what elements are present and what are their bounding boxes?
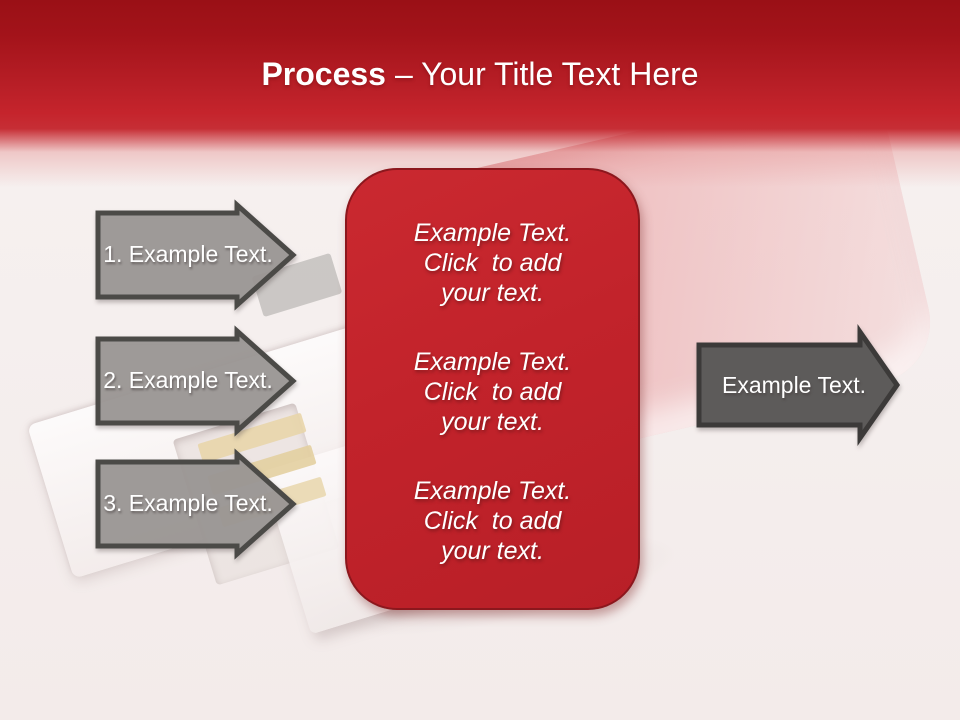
paragraph-line: your text. xyxy=(441,408,544,436)
paragraph-line: Example Text. xyxy=(413,477,572,505)
step-arrow-2[interactable]: 2. Example Text. xyxy=(95,325,297,437)
step-arrow-3-label: 3. Example Text. xyxy=(103,489,273,516)
slide-title-subtitle: – Your Title Text Here xyxy=(394,56,699,92)
step-arrow-2-label: 2. Example Text. xyxy=(103,366,273,393)
step-arrow-1-label: 1. Example Text. xyxy=(103,240,273,267)
paragraph-line: Click to add xyxy=(423,507,562,535)
paragraph-line: your text. xyxy=(441,279,544,307)
content-panel[interactable]: Example Text. Click to add your text. Ex… xyxy=(345,168,640,610)
paragraph-line: your text. xyxy=(441,537,544,565)
output-arrow-label: Example Text. xyxy=(721,371,867,398)
placeholder-paragraph-1: Example Text. Click to add your text. xyxy=(365,218,620,308)
step-arrow-1[interactable]: 1. Example Text. xyxy=(95,199,297,311)
output-arrow[interactable]: Example Text. xyxy=(696,324,901,446)
title-banner xyxy=(0,0,960,195)
paragraph-line: Click to add xyxy=(423,378,562,406)
paragraph-line: Example Text. xyxy=(413,219,572,247)
slide-title-keyword: Process xyxy=(261,56,386,92)
placeholder-paragraph-3: Example Text. Click to add your text. xyxy=(365,476,620,566)
paragraph-line: Click to add xyxy=(423,249,562,277)
placeholder-paragraph-2: Example Text. Click to add your text. xyxy=(365,347,620,437)
slide-title: Process– Your Title Text Here xyxy=(0,55,960,93)
paragraph-line: Example Text. xyxy=(413,348,572,376)
step-arrow-3[interactable]: 3. Example Text. xyxy=(95,448,297,560)
